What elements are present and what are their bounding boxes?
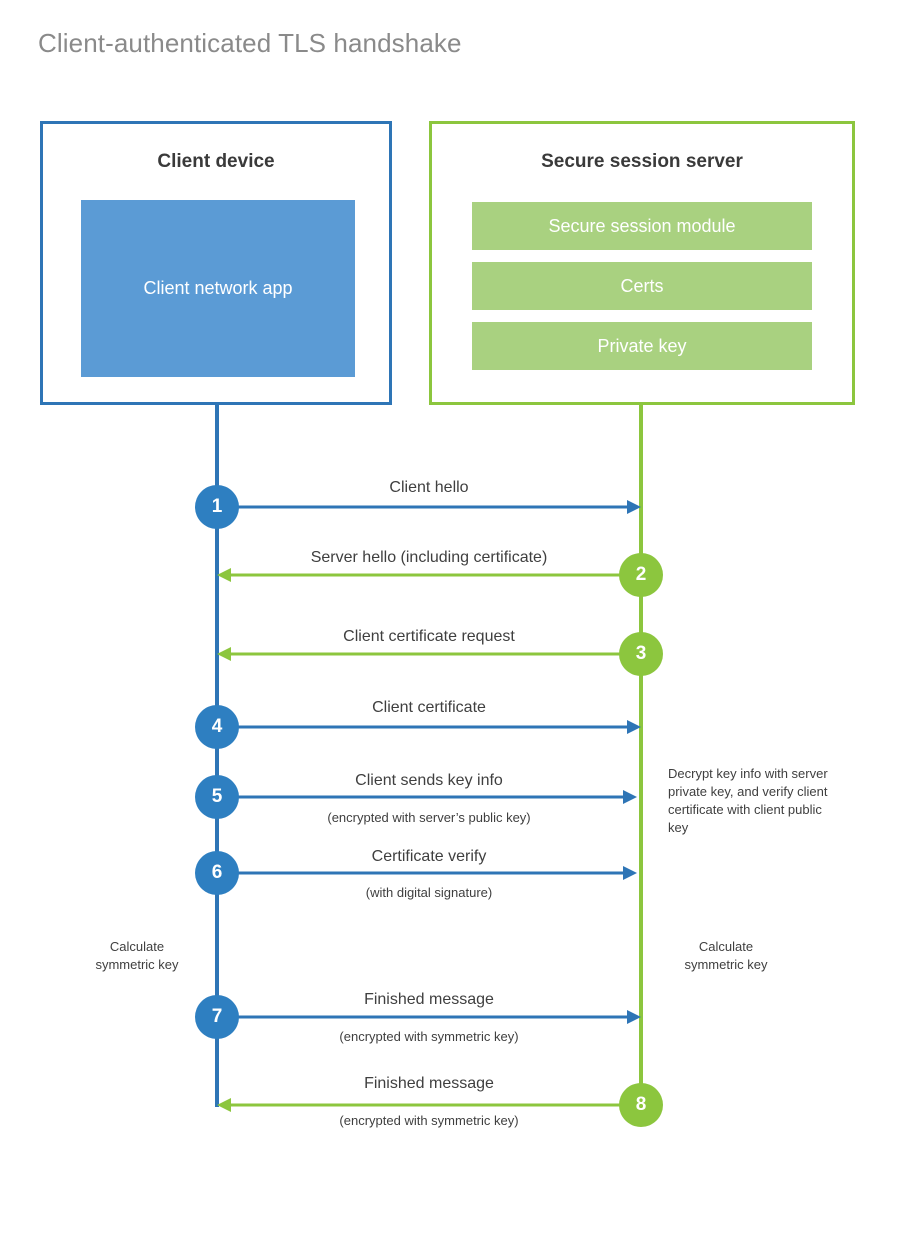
- step-circle-4[interactable]: 4: [195, 705, 239, 749]
- message-label-5: Client sends key info: [355, 772, 503, 789]
- message-label-2: Server hello (including certificate): [310, 549, 548, 566]
- step-circle-8[interactable]: 8: [619, 1083, 663, 1127]
- message-label-4: Client certificate: [372, 699, 486, 716]
- message-label-1: Client hello: [389, 479, 469, 496]
- step-circle-2[interactable]: 2: [619, 553, 663, 597]
- server-calculate-key-note: Calculate symmetric key: [656, 938, 796, 974]
- arrow-step-5: [217, 790, 637, 804]
- message-label-3: Client certificate request: [343, 628, 515, 645]
- client-network-app-block: Client network app: [81, 200, 355, 377]
- private-key-block: Private key: [472, 322, 812, 370]
- server-calculate-key-line2: symmetric key: [684, 956, 768, 972]
- secure-session-server-box: Secure session server Secure session mod…: [429, 121, 855, 405]
- arrow-step-1: [217, 500, 641, 514]
- arrow-step-8: [217, 1098, 641, 1112]
- secure-session-module-block: Secure session module: [472, 202, 812, 250]
- server-calculate-key-line1: Calculate: [698, 939, 754, 954]
- arrow-step-3: [217, 647, 641, 661]
- certs-block: Certs: [472, 262, 812, 310]
- client-device-box: Client device Client network app: [40, 121, 392, 405]
- step-circle-5[interactable]: 5: [195, 775, 239, 819]
- message-sublabel-7: (encrypted with symmetric key): [339, 1029, 519, 1044]
- message-sublabel-8: (encrypted with symmetric key): [339, 1113, 519, 1128]
- client-calculate-key-note: Calculate symmetric key: [67, 938, 207, 974]
- client-calculate-key-line1: Calculate: [109, 939, 165, 954]
- step-circle-3[interactable]: 3: [619, 632, 663, 676]
- message-sublabel-5: (encrypted with server’s public key): [327, 810, 531, 825]
- arrow-step-2: [217, 568, 641, 582]
- message-sublabel-6: (with digital signature): [365, 885, 493, 900]
- step-circle-1[interactable]: 1: [195, 485, 239, 529]
- client-device-title: Client device: [157, 151, 275, 172]
- client-calculate-key-line2: symmetric key: [95, 956, 179, 972]
- message-label-6: Certificate verify: [371, 848, 487, 865]
- secure-session-server-title: Secure session server: [541, 151, 743, 172]
- step-circle-6[interactable]: 6: [195, 851, 239, 895]
- message-label-7: Finished message: [364, 991, 494, 1008]
- arrow-step-7: [217, 1010, 641, 1024]
- server-decrypt-note: Decrypt key info with server private key…: [668, 766, 828, 835]
- arrow-step-4: [217, 720, 641, 734]
- arrow-step-6: [217, 866, 637, 880]
- message-label-8: Finished message: [364, 1075, 494, 1092]
- step-circle-7[interactable]: 7: [195, 995, 239, 1039]
- page-title: Client-authenticated TLS handshake: [38, 28, 462, 58]
